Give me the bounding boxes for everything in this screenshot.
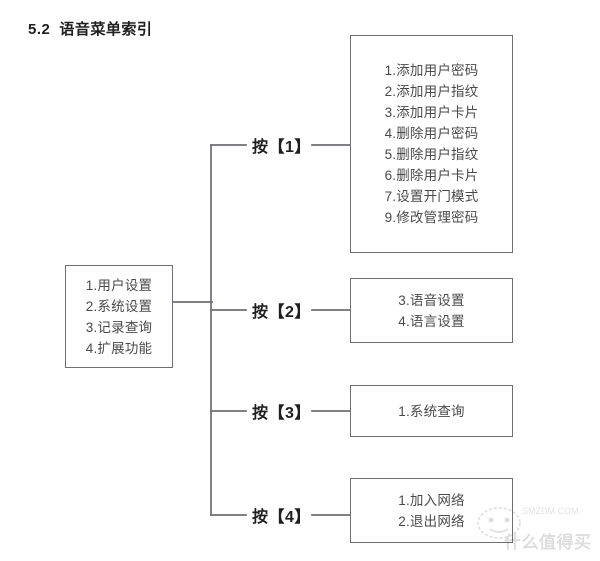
node-root-menu: 1.用户设置 2.系统设置 3.记录查询 4.扩展功能 <box>65 265 173 368</box>
node-line: 3.添加用户卡片 <box>384 105 479 120</box>
node-line: 9.修改管理密码 <box>384 210 479 225</box>
node-line: 2.添加用户指纹 <box>384 84 479 99</box>
node-branch-3: 1.系统查询 <box>350 385 513 437</box>
branch-label-2: 按【2】 <box>252 304 311 321</box>
node-line: 4.扩展功能 <box>85 340 153 356</box>
section-number: 5.2 <box>28 21 51 38</box>
node-branch-2: 3.语音设置 4.语言设置 <box>350 278 513 343</box>
node-line: 5.删除用户指纹 <box>384 147 479 162</box>
node-line: 7.设置开门模式 <box>384 189 479 204</box>
node-branch-1: 1.添加用户密码 2.添加用户指纹 3.添加用户卡片 4.删除用户密码 5.删除… <box>350 35 513 253</box>
section-title: 语音菜单索引 <box>59 21 153 38</box>
node-line: 3.语音设置 <box>398 292 465 308</box>
node-line: 1.添加用户密码 <box>384 63 479 78</box>
node-line: 2.系统设置 <box>85 298 153 314</box>
branch-label-4: 按【4】 <box>252 509 311 526</box>
node-line: 3.记录查询 <box>85 319 153 335</box>
branch-label-1: 按【1】 <box>252 139 311 156</box>
node-line: 2.退出网络 <box>398 513 465 529</box>
node-line: 4.删除用户密码 <box>384 126 479 141</box>
node-line: 6.删除用户卡片 <box>384 168 479 183</box>
node-line: 4.语言设置 <box>398 313 465 329</box>
branch-label-3: 按【3】 <box>252 405 311 422</box>
node-line: 1.加入网络 <box>398 492 465 508</box>
page-title: 5.2 语音菜单索引 <box>28 18 152 39</box>
node-line: 1.用户设置 <box>85 277 153 293</box>
node-branch-4: 1.加入网络 2.退出网络 <box>350 478 513 543</box>
node-line: 1.系统查询 <box>398 403 465 419</box>
